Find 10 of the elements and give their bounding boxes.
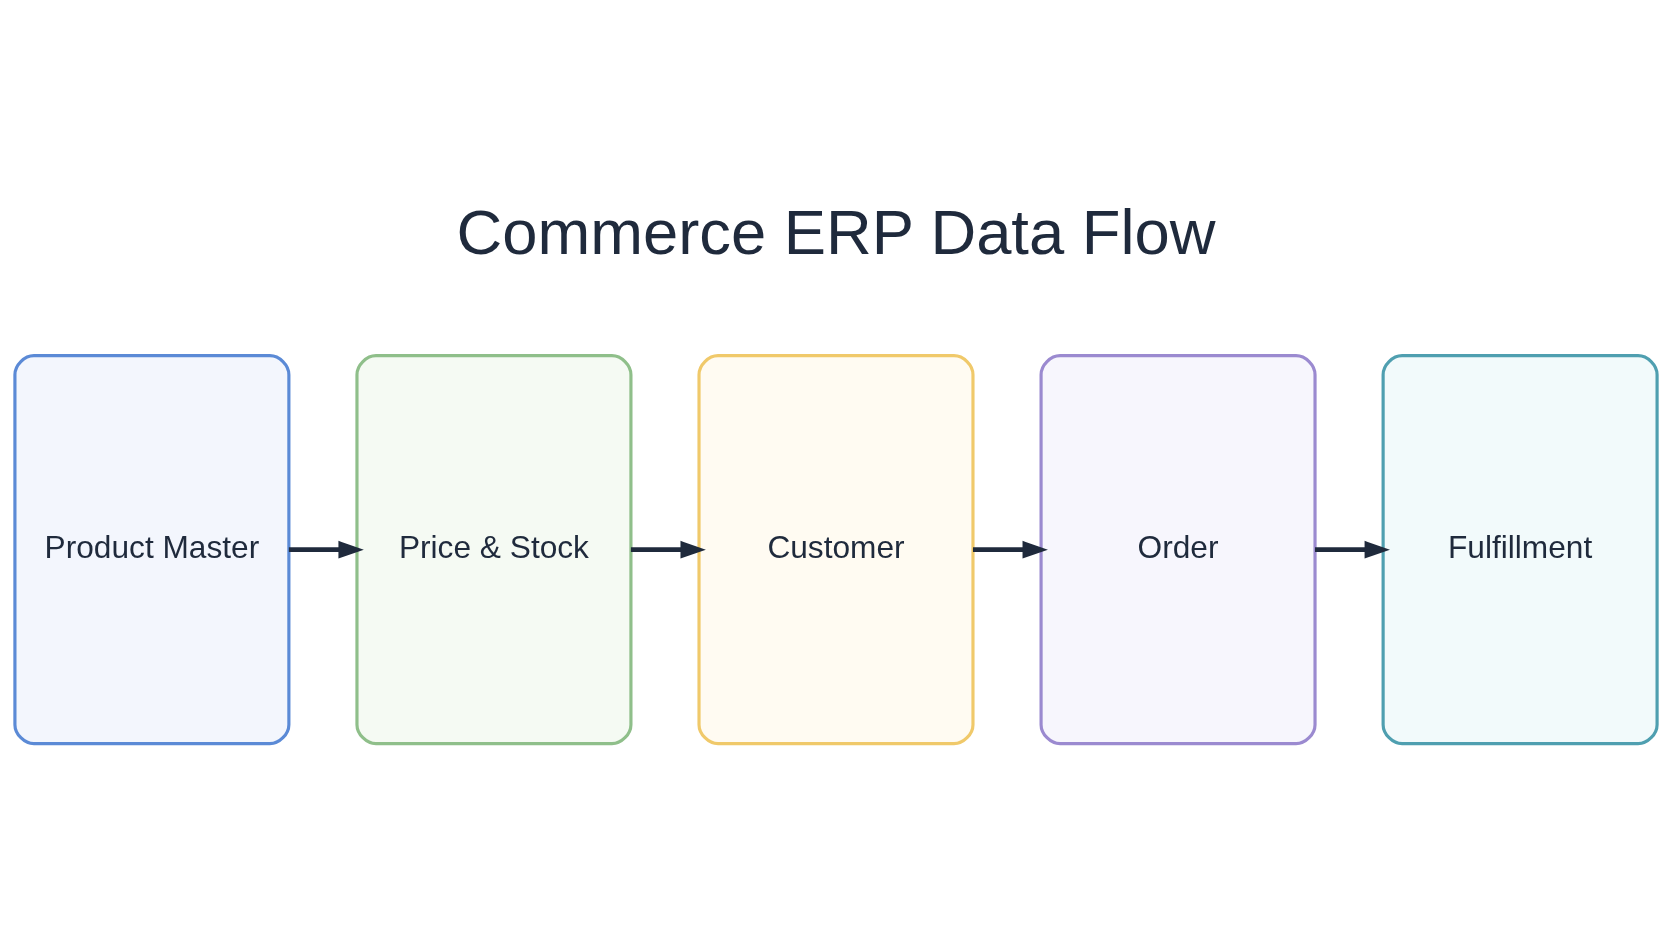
arrow [1315, 540, 1390, 559]
node-box: Customer [697, 354, 975, 746]
node-box: Product Master [13, 354, 291, 746]
diagram-title: Commerce ERP Data Flow [456, 197, 1216, 268]
node-box: Order [1039, 354, 1317, 746]
arrow [630, 540, 706, 559]
node-box: Price & Stock [355, 354, 633, 746]
arrow [288, 540, 364, 559]
node-box: Fulfillment [1381, 354, 1659, 746]
arrow [973, 540, 1048, 559]
